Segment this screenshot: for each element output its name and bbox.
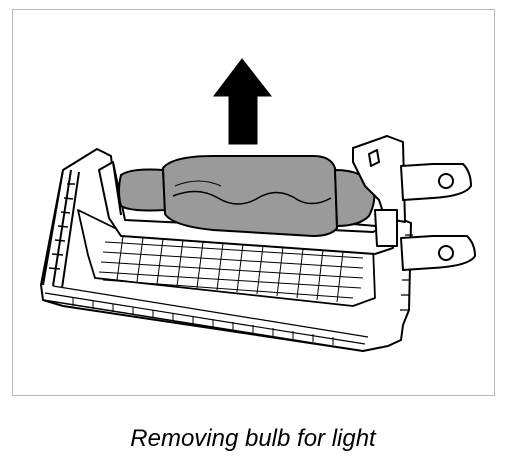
reflector-grid <box>98 235 364 303</box>
terminal-tab-lower <box>400 235 476 271</box>
terminal-tab-upper <box>400 163 472 201</box>
illustration-frame <box>12 9 495 396</box>
festoon-bulb <box>118 155 376 238</box>
contact-bracket <box>352 135 406 247</box>
bulb-removal-illustration <box>40 58 476 352</box>
arrow-up-icon <box>212 58 273 145</box>
figure-caption: Removing bulb for light <box>130 425 376 452</box>
